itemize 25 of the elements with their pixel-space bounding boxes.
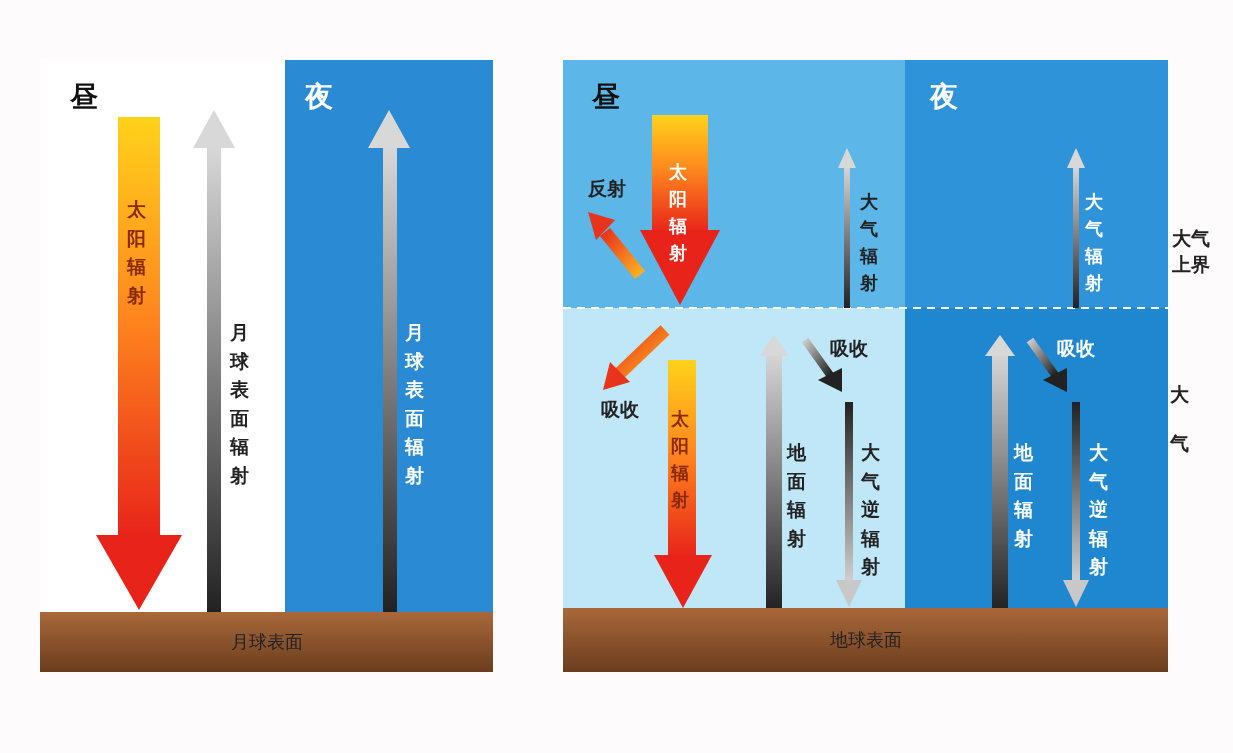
arrow-label: 吸收 [830,336,868,361]
ground-band [563,608,1168,672]
night-heading: 夜 [930,79,958,115]
day-heading: 昼 [592,79,620,115]
surface-label: 月球表面 [230,630,303,654]
arrow-label: 吸收 [1057,336,1095,361]
arrow-label: 月球表面辐射 [405,320,425,488]
night-heading: 夜 [305,79,333,115]
arrow-label: 地面辐射 [1014,440,1034,551]
arrow-label: 太阳辐射 [669,160,688,265]
arrow-label: 大气辐射 [860,190,879,295]
arrow-label: 太阳辐射 [671,407,690,512]
arrow-label: 月球表面辐射 [230,320,250,488]
ground-band [40,612,493,672]
layer-label: 大气 [1170,382,1190,457]
arrow-label: 大气逆辐射 [1089,440,1109,579]
arrow-label: 大气辐射 [1085,190,1104,295]
arrow-label: 吸收 [601,397,639,422]
arrow-label: 反射 [588,176,626,201]
surface-label: 地球表面 [829,628,902,652]
arrow-label: 地面辐射 [787,440,807,551]
arrow-label: 大气逆辐射 [861,440,881,579]
layer-label: 大气上界 [1172,226,1211,277]
arrow-label: 太阳辐射 [127,197,147,308]
day-heading: 昼 [70,79,98,115]
